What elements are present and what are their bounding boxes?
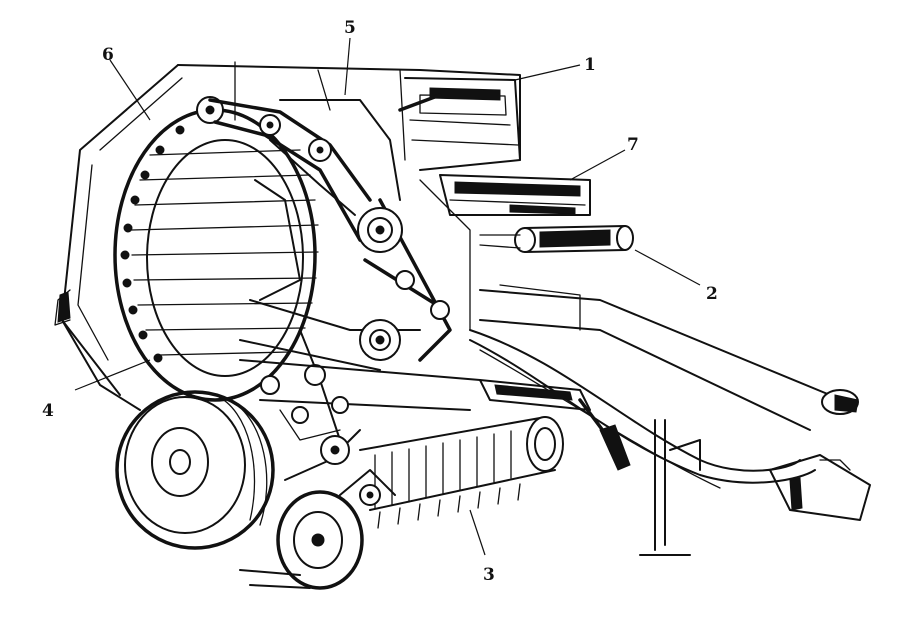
- callout-5: 5: [344, 18, 356, 38]
- callout-1: 1: [584, 55, 596, 75]
- pickup-reel: [359, 416, 564, 529]
- main-wheel: [115, 390, 275, 550]
- twine-box: [439, 174, 634, 253]
- callout-4: 4: [42, 401, 54, 421]
- drawbar: [469, 284, 871, 556]
- bale-chamber: [113, 96, 319, 402]
- callout-3: 3: [483, 565, 495, 585]
- callout-7: 7: [627, 135, 639, 155]
- drum-chain: [120, 113, 210, 363]
- lower-frame: [239, 359, 481, 441]
- callout-6: 6: [102, 45, 114, 65]
- baler-housing: [54, 61, 521, 411]
- gauge-wheel: [239, 429, 396, 590]
- leader-lines: [74, 37, 701, 556]
- callout-2: 2: [706, 284, 718, 304]
- drive-belts: [208, 93, 471, 441]
- callout-labels: 1 2 3 4 5 6 7: [42, 18, 718, 585]
